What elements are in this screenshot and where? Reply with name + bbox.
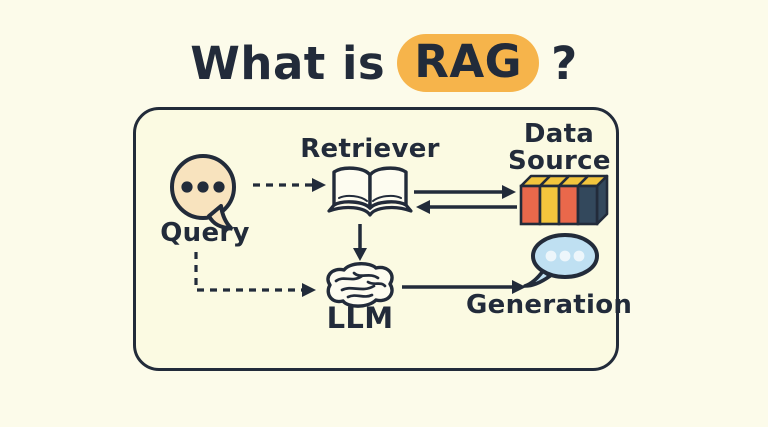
brain-scribble-icon bbox=[326, 262, 394, 308]
title-highlight-pill: RAG bbox=[397, 34, 540, 92]
diagram-panel bbox=[133, 107, 619, 371]
retriever-label: Retriever bbox=[300, 134, 440, 164]
data-source-label: Data Source bbox=[508, 119, 611, 176]
query-label: Query bbox=[160, 218, 250, 248]
open-book-icon bbox=[327, 166, 413, 217]
chat-bubble-dots-icon bbox=[170, 154, 236, 230]
title-question-mark: ? bbox=[551, 36, 578, 90]
page-title: What is RAG ? bbox=[0, 34, 768, 92]
llm-label: LLM bbox=[326, 301, 394, 335]
generation-label: Generation bbox=[466, 290, 633, 320]
chat-bubble-reply-icon bbox=[523, 233, 599, 288]
book-stack-icon bbox=[519, 174, 609, 226]
title-prefix: What is bbox=[190, 36, 386, 90]
